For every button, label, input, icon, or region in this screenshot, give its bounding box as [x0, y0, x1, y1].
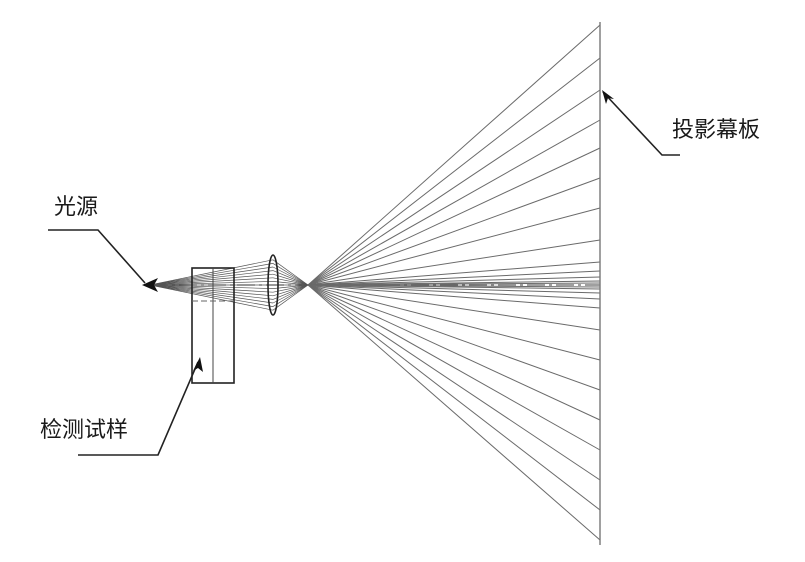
light-source-leader: [48, 229, 146, 284]
focus-ray: [272, 270, 309, 286]
source-ray: [149, 284, 274, 304]
focus-ray: [272, 277, 309, 286]
projection-ray: [307, 24, 601, 286]
projection-ray: [307, 284, 601, 290]
focus-ray: [272, 259, 309, 286]
projection-ray: [307, 270, 601, 286]
projection-ray: [307, 177, 601, 286]
projection-ray: [307, 261, 601, 286]
projection-ray: [307, 284, 601, 481]
projection-ray: [307, 284, 601, 294]
source-ray: [149, 266, 274, 286]
projection-ray: [307, 282, 601, 286]
projection-ray: [307, 284, 601, 331]
convex-lens: [267, 254, 279, 316]
projection-ray: [307, 284, 601, 309]
projection-ray: [307, 89, 601, 286]
source-ray: [149, 284, 274, 297]
focus-ray: [272, 266, 309, 286]
projection-ray: [307, 284, 601, 541]
projection-ray: [307, 284, 601, 421]
projection-ray: [307, 207, 601, 286]
focus-ray: [272, 281, 309, 286]
focus-ray: [272, 263, 309, 286]
source-ray: [149, 281, 274, 286]
source-ray: [149, 284, 274, 289]
source-ray: [149, 259, 274, 286]
projection-ray: [307, 147, 601, 286]
focus-ray: [272, 273, 309, 286]
focus-ray: [272, 284, 309, 300]
focus-ray: [272, 284, 309, 297]
source-to-lens-rays: [149, 259, 274, 311]
lens-to-focus-rays: [272, 259, 309, 311]
focus-ray: [272, 284, 309, 307]
projection-fan-rays: [307, 24, 601, 541]
test-sample-leader: [78, 361, 199, 456]
source-ray: [149, 284, 274, 293]
projection-ray: [307, 284, 601, 391]
source-ray: [149, 284, 274, 311]
projection-ray: [307, 284, 601, 300]
focus-ray: [272, 284, 309, 304]
source-ray: [149, 270, 274, 286]
source-ray: [149, 273, 274, 286]
projection-screen-label: 投影幕板: [672, 118, 761, 143]
source-ray: [149, 284, 274, 300]
projection-screen-leader: [602, 91, 680, 156]
focus-ray: [272, 284, 309, 293]
projection-ray: [307, 284, 601, 451]
test-sample-label: 检测试样: [40, 418, 129, 443]
focus-ray: [272, 284, 309, 311]
light-source-label: 光源: [54, 195, 99, 220]
projection-ray: [307, 119, 601, 286]
projection-ray: [307, 284, 601, 361]
light-source-arrowhead: [142, 278, 158, 292]
projection-ray: [307, 276, 601, 286]
source-ray: [149, 277, 274, 286]
projection-ray: [307, 57, 601, 286]
source-ray: [149, 263, 274, 286]
projection-screen-arrowhead: [602, 90, 614, 104]
test-sample-arrowhead: [193, 357, 203, 372]
focus-ray: [272, 284, 309, 289]
projection-ray: [307, 284, 601, 511]
projection-ray: [307, 239, 601, 286]
source-ray: [149, 284, 274, 307]
